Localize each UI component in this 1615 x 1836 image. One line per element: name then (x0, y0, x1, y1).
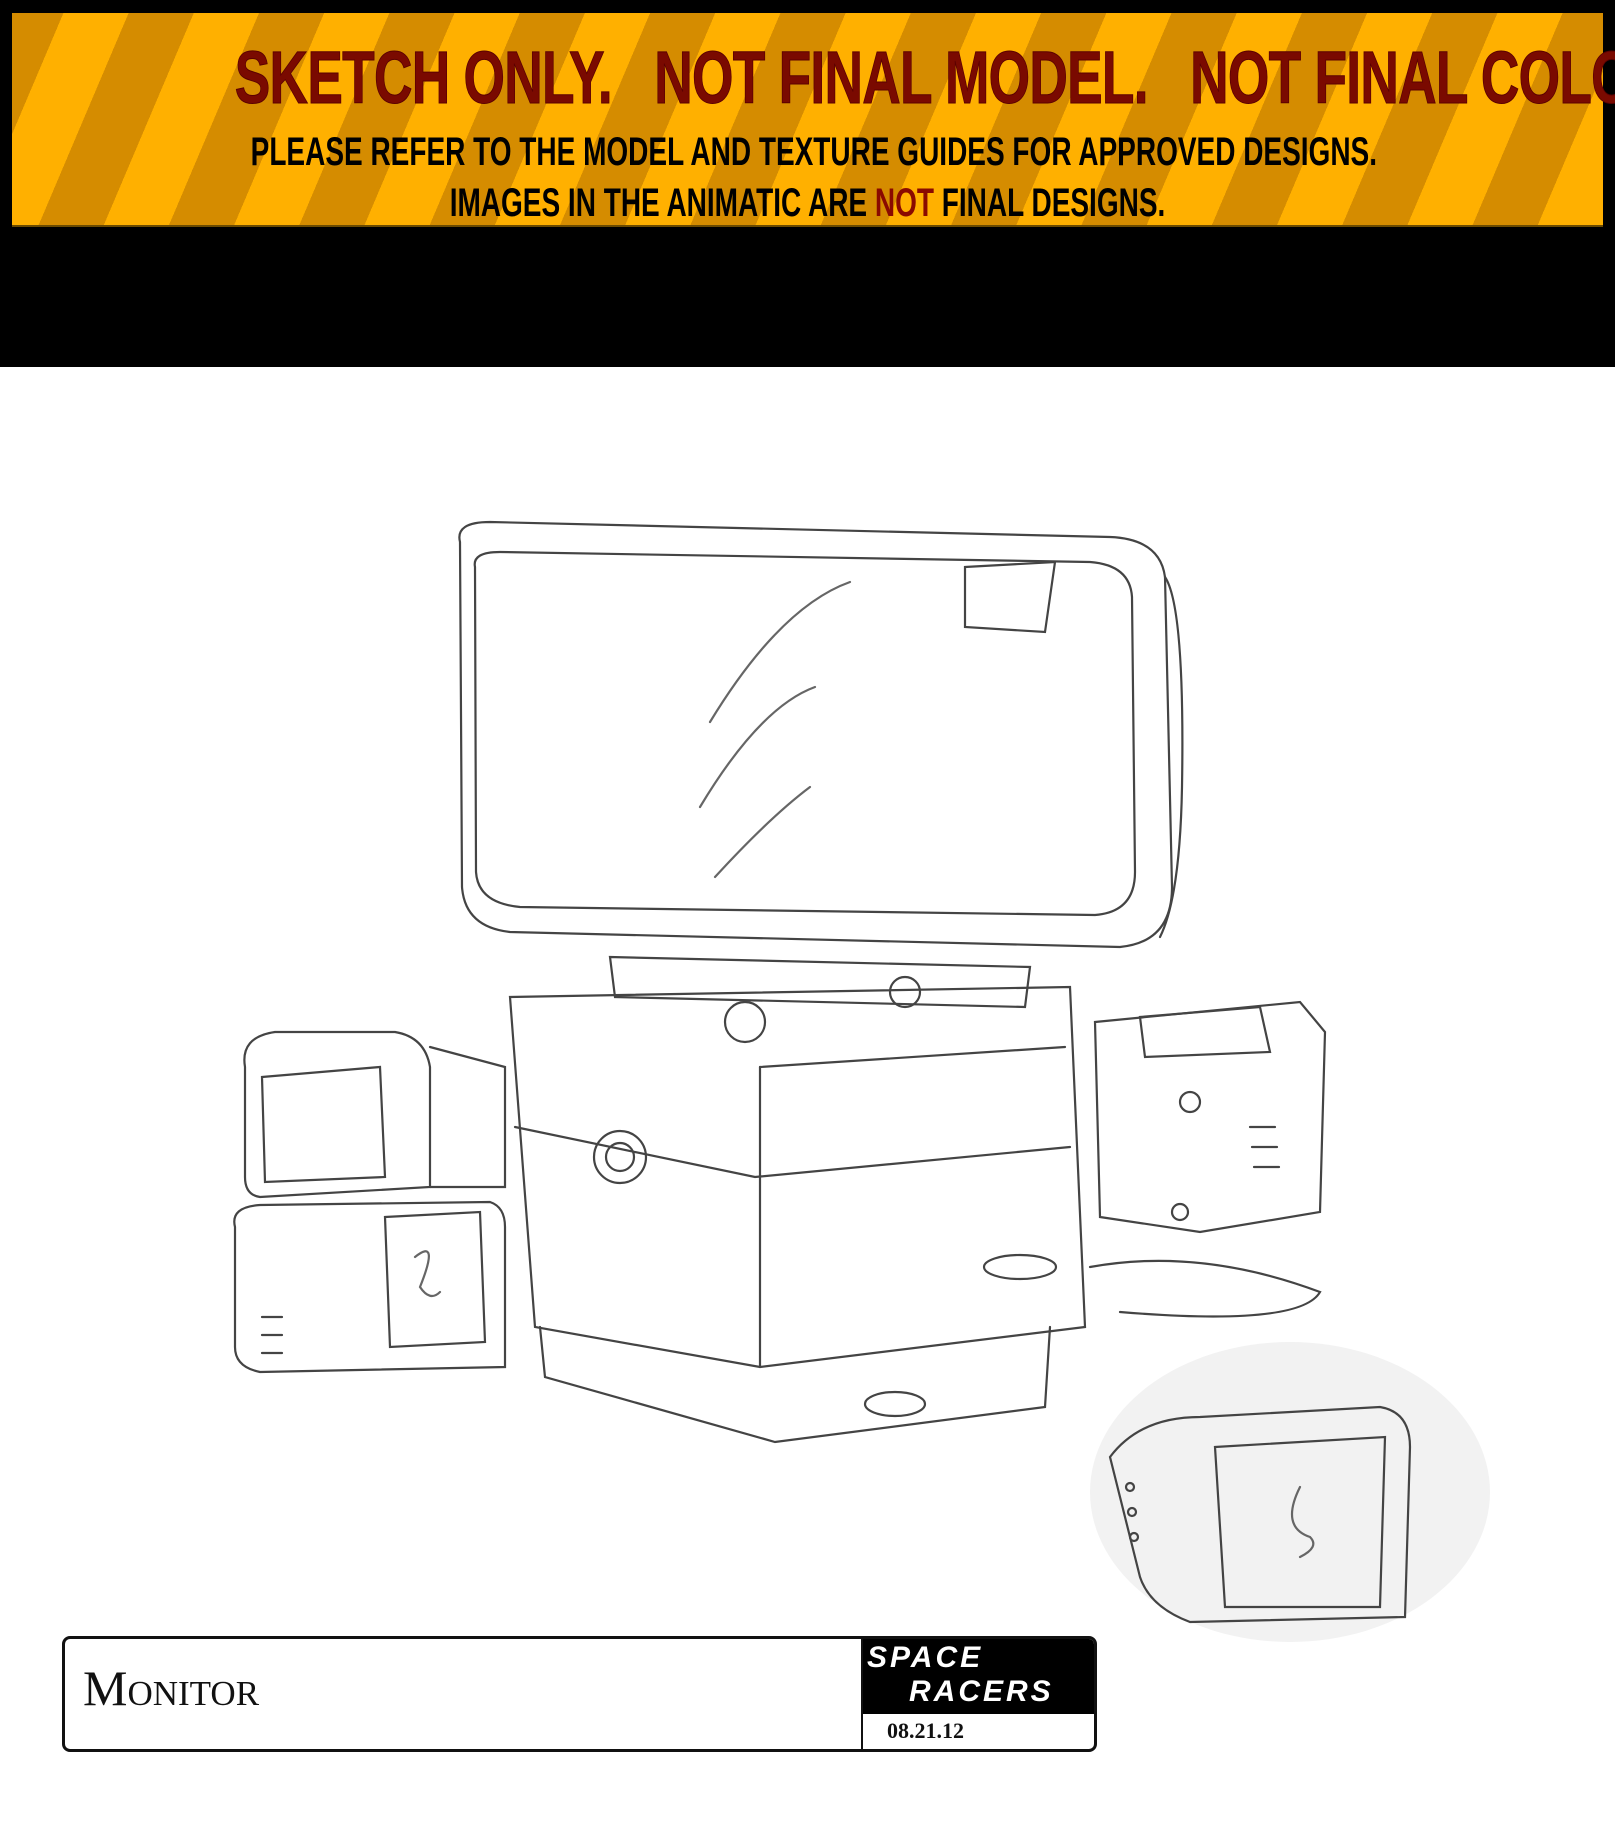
monitor-sketch (233, 520, 1490, 1642)
title-block: Monitor SPACE RACERS 08.21.12 (62, 1636, 1097, 1752)
warning-banner: SKETCH ONLY. NOT FINAL MODEL. NOT FINAL … (12, 13, 1615, 227)
sketch-date: 08.21.12 (887, 1718, 964, 1743)
lone-monitor-drawing (1090, 1342, 1490, 1642)
small-monitor-right-drawing (1093, 1000, 1327, 1234)
space-racers-logo: SPACE RACERS (863, 1639, 1094, 1714)
large-monitor-drawing (458, 520, 1184, 1009)
warning-headline: SKETCH ONLY. NOT FINAL MODEL. NOT FINAL … (234, 36, 1615, 120)
base-box-drawing (508, 985, 1322, 1444)
not-highlight: NOT (874, 181, 934, 225)
warning-subline: PLEASE REFER TO THE MODEL AND TEXTURE GU… (250, 130, 1378, 174)
top-black-band: SKETCH ONLY. NOT FINAL MODEL. NOT FINAL … (0, 0, 1615, 367)
warning-note: IMAGES IN THE ANIMATIC ARE NOT FINAL DES… (449, 181, 1166, 225)
small-monitors-left-drawing (233, 1030, 507, 1374)
sketch-title: Monitor (83, 1660, 260, 1716)
logo-cell: SPACE RACERS 08.21.12 (861, 1639, 1094, 1749)
